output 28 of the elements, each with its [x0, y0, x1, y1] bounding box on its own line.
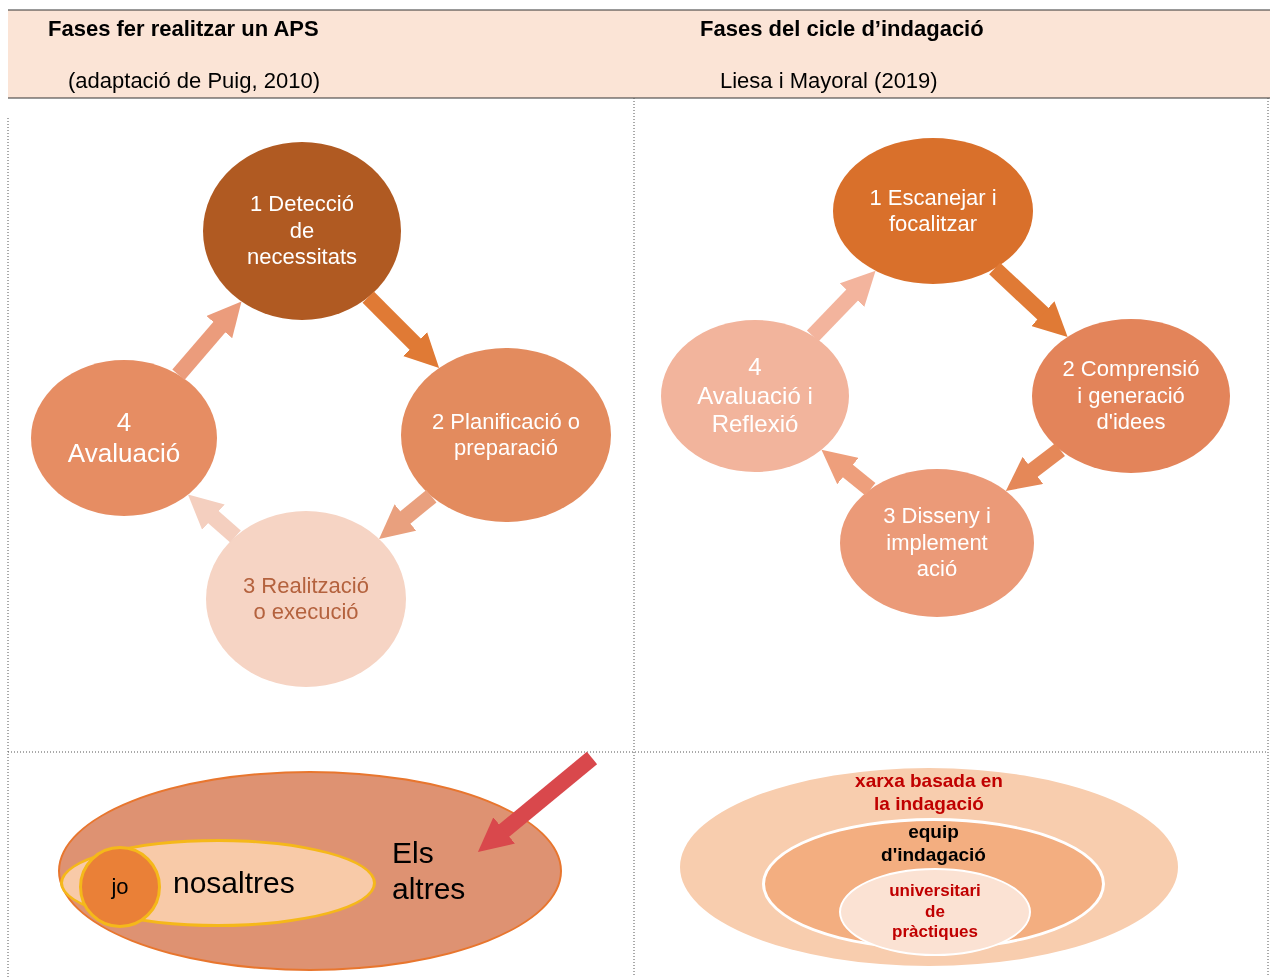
- block-arrow: [806, 270, 876, 342]
- block-arrow: [362, 291, 440, 369]
- block-arrow: [821, 449, 876, 496]
- column-heading: Fases del cicle d’indagació: [700, 16, 984, 42]
- source-citation: Liesa i Mayoral (2019): [720, 68, 938, 94]
- column-heading: Fases fer realitzar un APS: [48, 16, 319, 42]
- node-label: 2 Planificació o preparació: [431, 408, 581, 462]
- node-label: jo: [110, 873, 130, 901]
- node-label: universitari de pràctiques: [888, 881, 982, 943]
- node-label: 3 Disseny i implement ació: [882, 503, 992, 583]
- node-label: 1 Detecció de necessitats: [245, 191, 359, 271]
- node-label: Els altres: [392, 835, 467, 907]
- node-label: 1 Escanejar i focalitzar: [868, 184, 998, 238]
- block-arrow: [187, 494, 241, 543]
- node-label: 4 Avaluació: [66, 406, 182, 470]
- node-label: 4 Avaluació i Reflexió: [696, 352, 814, 440]
- node-label: equip d'indagació: [880, 821, 987, 867]
- node-label: xarxa basada en la indagació: [854, 770, 1004, 816]
- node-label: 3 Realització o execució: [242, 572, 370, 626]
- block-arrow: [379, 490, 437, 539]
- node-label: 2 Comprensió i generació d'idees: [1061, 356, 1201, 436]
- node-label: nosaltres: [173, 865, 296, 901]
- block-arrow: [172, 301, 242, 380]
- block-arrow: [477, 751, 598, 853]
- block-arrow: [1005, 443, 1065, 491]
- source-citation: (adaptació de Puig, 2010): [68, 68, 320, 94]
- block-arrow: [989, 262, 1068, 337]
- center-circle: [79, 846, 161, 928]
